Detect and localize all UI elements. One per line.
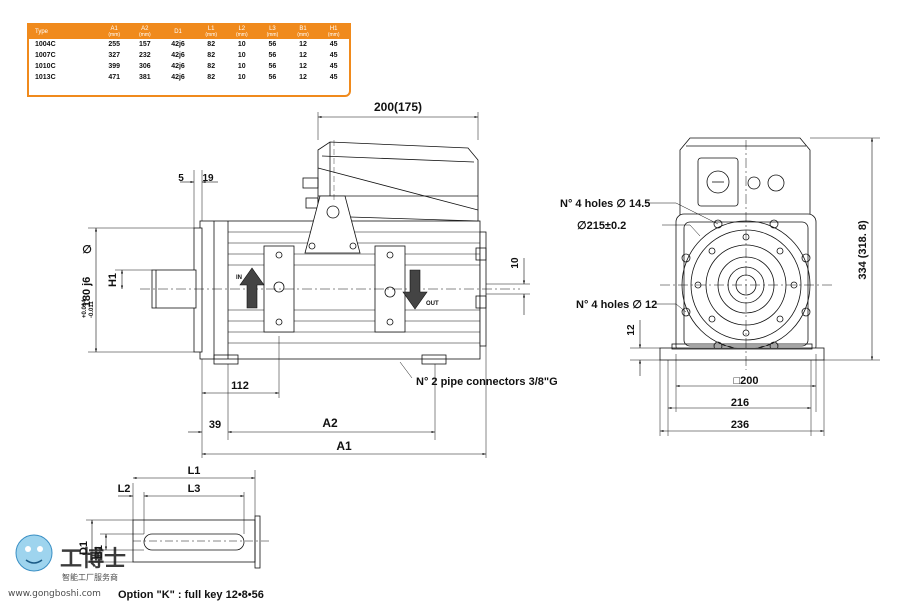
- table-cell: 42j6: [171, 41, 185, 48]
- table-row: 1004C 255 157 42j6 82 10 56 12 45: [29, 39, 349, 50]
- table-cell: 255: [108, 41, 121, 48]
- out-arrow-icon: [402, 269, 428, 310]
- out-label: OUT: [426, 301, 439, 307]
- dim-216: 216: [731, 397, 749, 409]
- pipe-connector-note: N° 2 pipe connectors 3/8"G: [416, 376, 558, 388]
- watermark-logo: [15, 534, 53, 572]
- table-cell: 82: [207, 41, 216, 48]
- table-cell: 12: [299, 63, 307, 70]
- table-row: 1013C 471 381 42j6 82 10 56 12 45: [29, 72, 349, 83]
- watermark-url: www.gongboshi.com: [8, 589, 101, 599]
- dim-l3: L3: [188, 483, 201, 495]
- dim-shaft-diameter: 180 j6: [81, 277, 93, 308]
- table-cell: 399: [108, 63, 121, 70]
- table-header-cell: D1: [160, 25, 196, 39]
- table-header-cell: L3(mm): [257, 25, 288, 39]
- table-body: 1004C 255 157 42j6 82 10 56 12 45 1007C 327 232 42j6…: [29, 39, 349, 83]
- dim-200: □200: [734, 375, 759, 387]
- holes-bottom-note: N° 4 holes ∅ 12: [576, 299, 657, 311]
- dim-width-top: 200(175): [374, 100, 422, 114]
- table-header-cell: A1(mm): [98, 25, 130, 39]
- table-cell: 1007C: [35, 52, 56, 59]
- dim-base-12: 12: [626, 324, 637, 336]
- table-header-cell: L1(mm): [195, 25, 227, 39]
- table-cell: 42j6: [171, 74, 185, 81]
- table-cell: 157: [138, 41, 151, 48]
- dim-shaft-tol-bottom: -0.011: [89, 301, 95, 318]
- table-cell: 56: [268, 63, 277, 70]
- option-k-note: Option "K" : full key 12•8•56: [118, 589, 264, 601]
- table-cell: 381: [138, 74, 151, 81]
- table-cell: 1013C: [35, 74, 56, 81]
- table-cell: 1010C: [35, 63, 56, 70]
- table-cell: 10: [237, 41, 246, 48]
- in-arrow-icon: [239, 267, 265, 309]
- table-cell: 45: [329, 52, 338, 59]
- dim-19: 19: [202, 173, 214, 184]
- table-cell: 45: [329, 63, 338, 70]
- dim-112: 112: [231, 380, 249, 392]
- table-cell: 82: [207, 63, 216, 70]
- dim-h1: H1: [107, 273, 119, 287]
- table-row: 1007C 327 232 42j6 82 10 56 12 45: [29, 50, 349, 61]
- dim-a2: A2: [322, 416, 338, 430]
- holes-top-note: N° 4 holes ∅ 14.5: [560, 198, 650, 210]
- dim-diameter-symbol: ∅: [82, 244, 92, 256]
- table-cell: 10: [237, 52, 246, 59]
- table-cell: 327: [108, 52, 121, 59]
- dim-l2: L2: [118, 483, 131, 495]
- dim-236: 236: [731, 419, 749, 431]
- table-row: 1010C 399 306 42j6 82 10 56 12 45: [29, 61, 349, 72]
- dim-b1: B1: [93, 545, 105, 559]
- table-cell: 56: [268, 52, 277, 59]
- table-cell: 45: [329, 74, 338, 81]
- table-cell: 12: [299, 74, 307, 81]
- table-cell: 306: [138, 63, 151, 70]
- table-cell: 12: [299, 41, 307, 48]
- watermark-brand: 工博士: [60, 546, 126, 572]
- table-cell: 232: [138, 52, 151, 59]
- table-cell: 56: [268, 41, 277, 48]
- dim-a1: A1: [336, 439, 352, 453]
- table-cell: 471: [108, 74, 121, 81]
- table-cell: 56: [268, 74, 277, 81]
- table-header-cell: L2(mm): [226, 25, 258, 39]
- table-cell: 45: [329, 41, 338, 48]
- table-cell: 10: [237, 63, 246, 70]
- dim-5: 5: [178, 173, 184, 184]
- table-cell: 82: [207, 52, 216, 59]
- table-header-cell: H1(mm): [318, 25, 349, 39]
- table-header-cell: Type: [29, 25, 99, 39]
- table-cell: 42j6: [171, 52, 185, 59]
- dim-39: 39: [209, 419, 221, 431]
- table-cell: 82: [207, 74, 216, 81]
- dim-d1: D1: [78, 541, 90, 555]
- watermark-sub: 智能工厂服务商: [62, 572, 118, 582]
- table-cell: 10: [237, 74, 246, 81]
- table-header-cell: A2(mm): [129, 25, 161, 39]
- table-cell: 1004C: [35, 41, 56, 48]
- dim-10: 10: [510, 257, 521, 269]
- table-cell: 42j6: [171, 63, 185, 70]
- table-header-cell: B1(mm): [287, 25, 319, 39]
- dim-shaft-tol-top: +0.014: [82, 299, 88, 318]
- dim-l1: L1: [188, 465, 201, 477]
- pcd-note: ∅215±0.2: [577, 220, 626, 232]
- dim-total-height: 334 (318. 8): [857, 220, 869, 280]
- in-label: IN: [236, 275, 242, 281]
- table-cell: 12: [299, 52, 307, 59]
